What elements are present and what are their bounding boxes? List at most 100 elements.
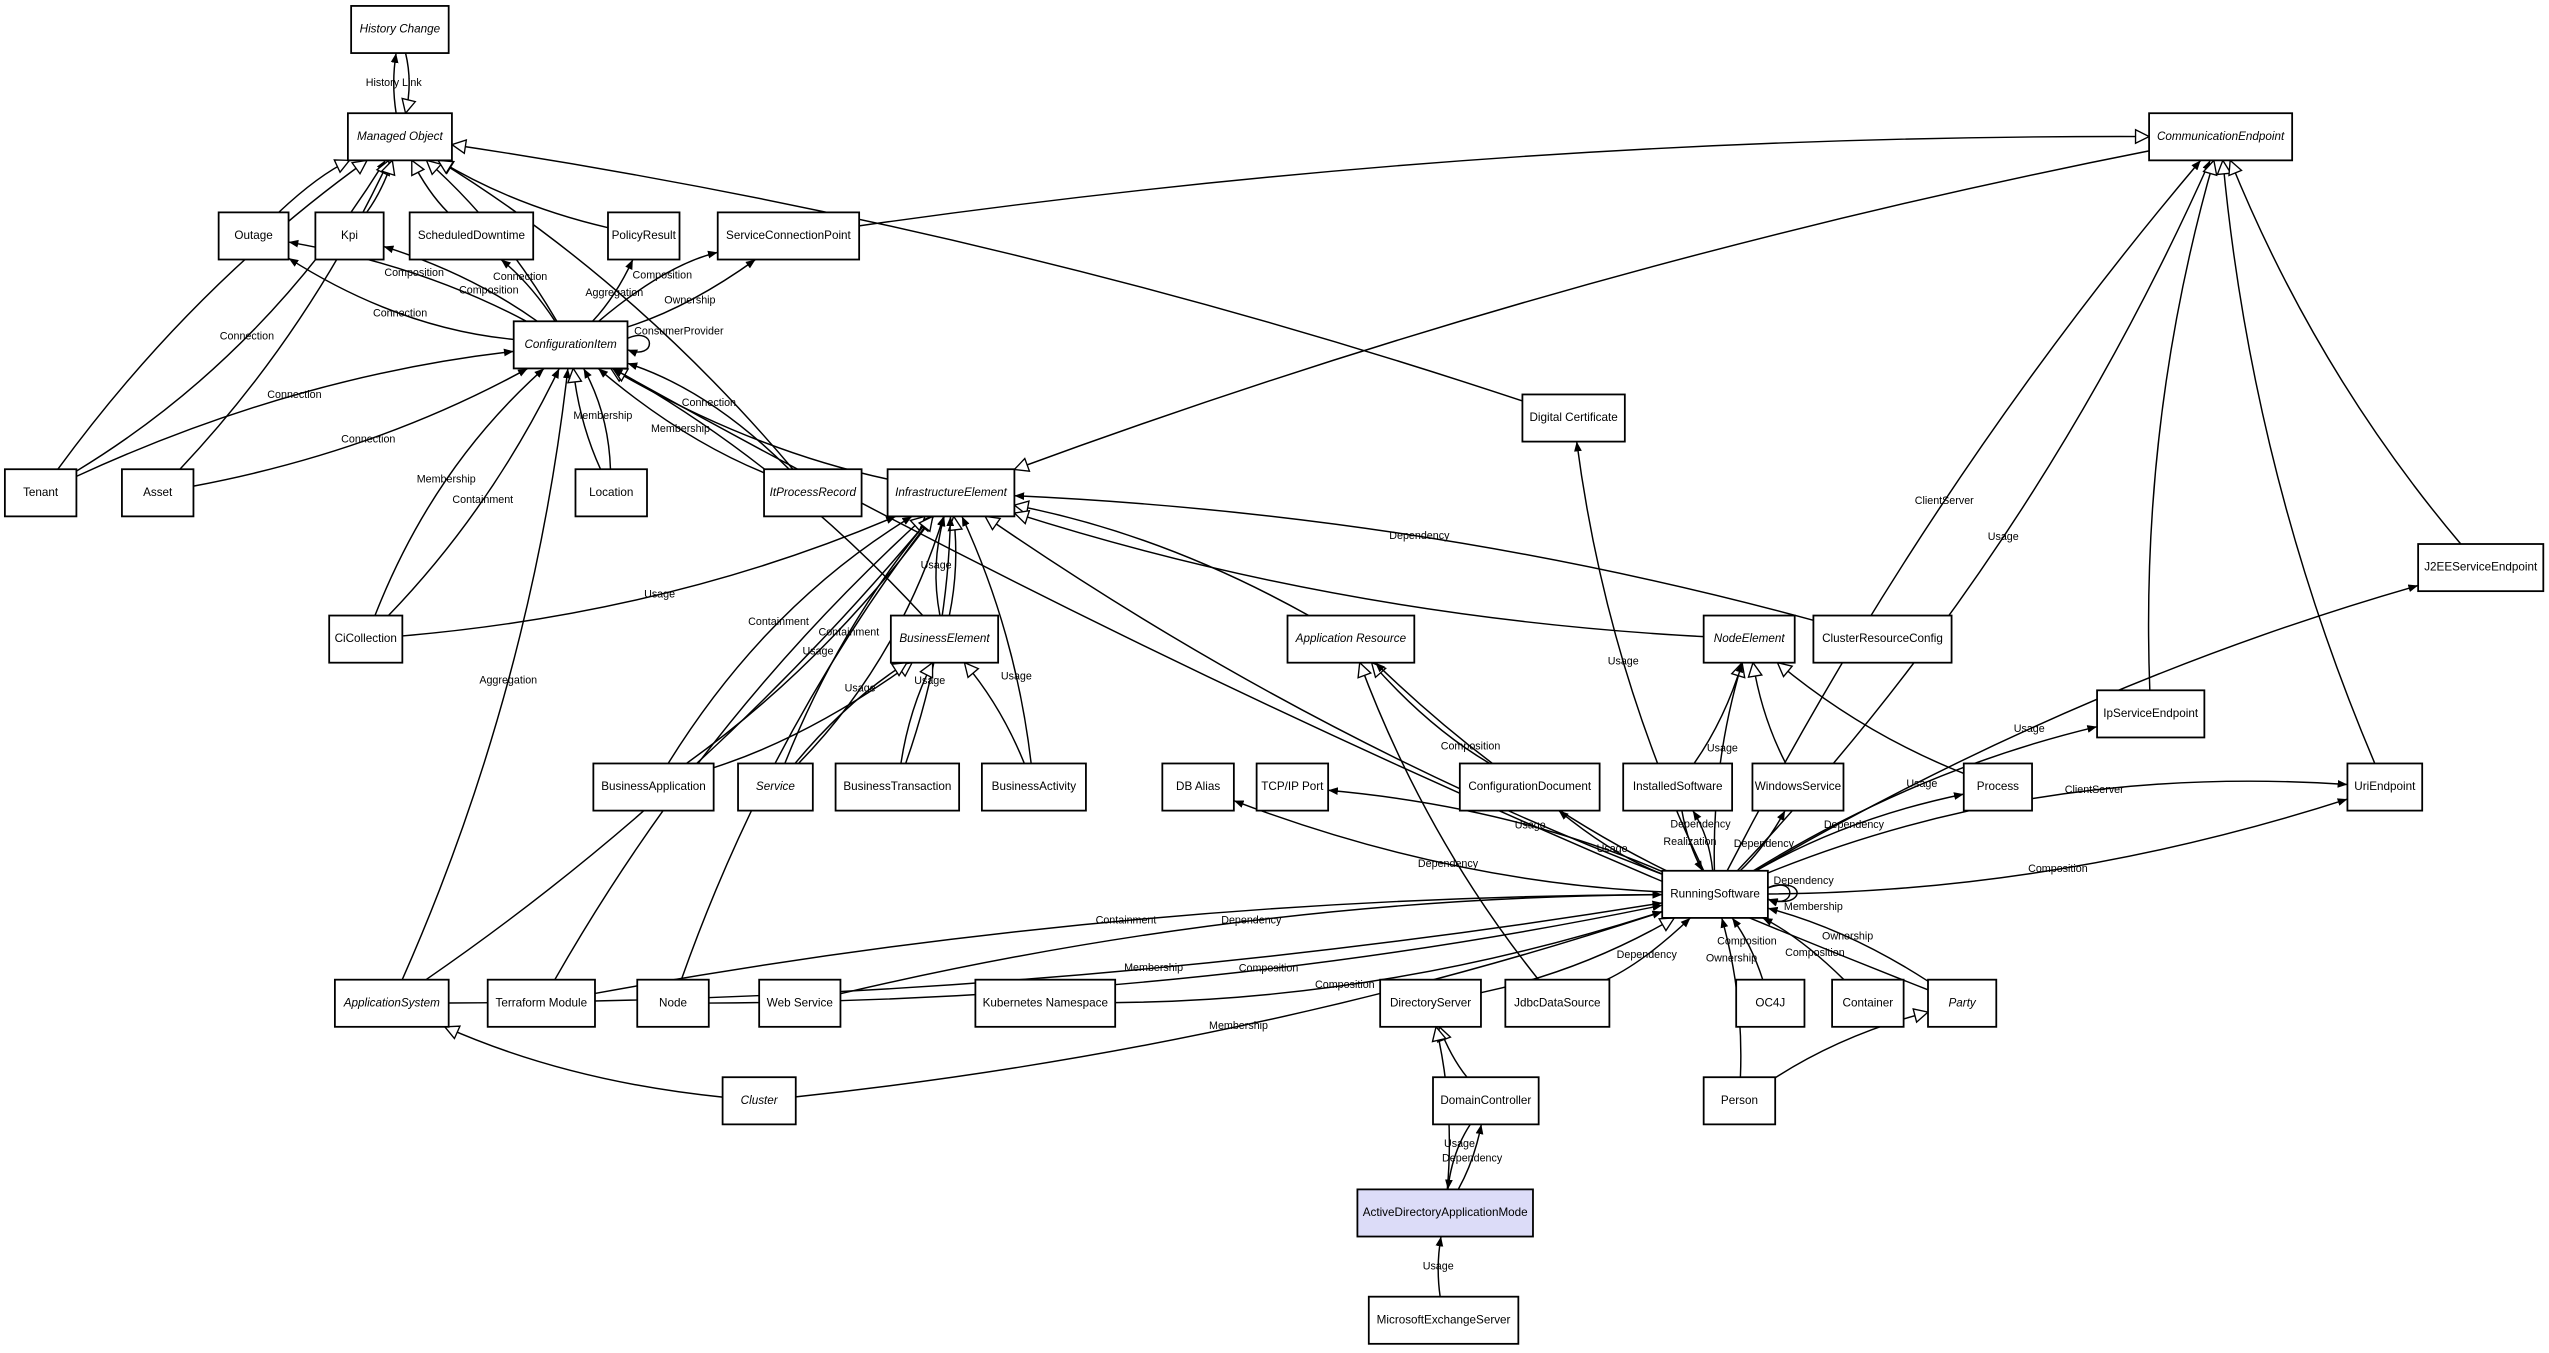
class-box[interactable] <box>1831 978 1905 1028</box>
class-node-web-service[interactable]: Web Service <box>758 978 842 1028</box>
class-box[interactable] <box>1458 762 1601 812</box>
class-node-node[interactable]: Node <box>636 978 710 1028</box>
class-box[interactable] <box>2417 543 2545 593</box>
class-box[interactable] <box>1255 762 1330 812</box>
class-box[interactable] <box>408 211 535 261</box>
class-node-kpi[interactable]: Kpi <box>314 211 385 261</box>
class-box[interactable] <box>886 468 1016 518</box>
class-node-it-process-record[interactable]: ItProcessRecord <box>763 468 863 518</box>
class-box[interactable] <box>1521 393 1626 443</box>
class-node-jdbc-data-source[interactable]: JdbcDataSource <box>1504 978 1611 1028</box>
class-node-business-transaction[interactable]: BusinessTransaction <box>834 762 961 812</box>
class-node-configuration-document[interactable]: ConfigurationDocument <box>1458 762 1601 812</box>
class-node-ci-collection[interactable]: CiCollection <box>328 614 404 664</box>
class-node-windows-service[interactable]: WindowsService <box>1751 762 1845 812</box>
class-box[interactable] <box>328 614 404 664</box>
class-box[interactable] <box>1504 978 1611 1028</box>
class-box[interactable] <box>1661 869 1769 919</box>
class-node-managed-object[interactable]: Managed Object <box>346 112 453 162</box>
class-box[interactable] <box>121 468 195 518</box>
class-box[interactable] <box>1367 1295 1520 1345</box>
class-node-kubernetes-namespace[interactable]: Kubernetes Namespace <box>974 978 1117 1028</box>
class-node-j2-eeservice-endpoint[interactable]: J2EEServiceEndpoint <box>2417 543 2545 593</box>
class-box[interactable] <box>1161 762 1235 812</box>
class-box[interactable] <box>1379 978 1482 1028</box>
class-box[interactable] <box>636 978 710 1028</box>
class-box[interactable] <box>1735 978 1806 1028</box>
class-node-service[interactable]: Service <box>737 762 814 812</box>
class-box[interactable] <box>1702 614 1796 664</box>
class-node-microsoft-exchange-server[interactable]: MicrosoftExchangeServer <box>1367 1295 1520 1345</box>
class-box[interactable] <box>2346 762 2424 812</box>
class-box[interactable] <box>574 468 648 518</box>
class-box[interactable] <box>980 762 1087 812</box>
class-box[interactable] <box>3 468 78 518</box>
class-node-process[interactable]: Process <box>1962 762 2033 812</box>
class-box[interactable] <box>592 762 715 812</box>
class-box[interactable] <box>889 614 1000 664</box>
class-node-uri-endpoint[interactable]: UriEndpoint <box>2346 762 2424 812</box>
association-edge-container-to-running-software <box>1762 917 1845 981</box>
class-node-tenant[interactable]: Tenant <box>3 468 78 518</box>
class-box[interactable] <box>1812 614 1953 664</box>
class-node-digital-certificate[interactable]: Digital Certificate <box>1521 393 1626 443</box>
class-node-person[interactable]: Person <box>1702 1076 1777 1126</box>
class-node-ip-service-endpoint[interactable]: IpServiceEndpoint <box>2096 689 2206 739</box>
class-box[interactable] <box>1962 762 2033 812</box>
class-node-dbalias[interactable]: DB Alias <box>1161 762 1235 812</box>
class-node-installed-software[interactable]: InstalledSoftware <box>1622 762 1734 812</box>
class-node-location[interactable]: Location <box>574 468 648 518</box>
class-node-cluster[interactable]: Cluster <box>721 1076 797 1126</box>
class-node-node-element[interactable]: NodeElement <box>1702 614 1796 664</box>
class-box[interactable] <box>607 211 681 261</box>
class-box[interactable] <box>314 211 385 261</box>
class-node-history-change[interactable]: History Change <box>350 5 450 54</box>
class-node-asset[interactable]: Asset <box>121 468 195 518</box>
class-box[interactable] <box>512 320 629 370</box>
class-box[interactable] <box>721 1076 797 1126</box>
class-node-party[interactable]: Party <box>1927 978 1998 1028</box>
class-box[interactable] <box>486 978 596 1028</box>
class-node-configuration-item[interactable]: ConfigurationItem <box>512 320 629 370</box>
class-node-tcpipport[interactable]: TCP/IP Port <box>1255 762 1330 812</box>
class-box[interactable] <box>716 211 861 261</box>
class-box[interactable] <box>974 978 1117 1028</box>
class-node-running-software[interactable]: RunningSoftware <box>1661 869 1769 919</box>
class-node-outage[interactable]: Outage <box>217 211 290 261</box>
class-box[interactable] <box>1702 1076 1777 1126</box>
class-node-cluster-resource-config[interactable]: ClusterResourceConfig <box>1812 614 1953 664</box>
class-node-communication-endpoint[interactable]: CommunicationEndpoint <box>2148 112 2294 162</box>
class-node-application-resource[interactable]: Application Resource <box>1286 614 1416 664</box>
class-box[interactable] <box>217 211 290 261</box>
class-box[interactable] <box>758 978 842 1028</box>
class-node-domain-controller[interactable]: DomainController <box>1432 1076 1540 1126</box>
class-node-application-system[interactable]: ApplicationSystem <box>333 978 450 1028</box>
class-node-directory-server[interactable]: DirectoryServer <box>1379 978 1482 1028</box>
class-box[interactable] <box>2096 689 2206 739</box>
class-node-service-connection-point[interactable]: ServiceConnectionPoint <box>716 211 861 261</box>
class-box[interactable] <box>737 762 814 812</box>
class-box[interactable] <box>763 468 863 518</box>
class-node-business-element[interactable]: BusinessElement <box>889 614 1000 664</box>
class-box[interactable] <box>834 762 961 812</box>
class-box[interactable] <box>1927 978 1998 1028</box>
class-node-active-directory-application-mode[interactable]: ActiveDirectoryApplicationMode <box>1356 1188 1534 1238</box>
class-node-business-application[interactable]: BusinessApplication <box>592 762 715 812</box>
class-box[interactable] <box>2148 112 2294 162</box>
edge-label-composition: Composition <box>1785 947 1845 959</box>
class-box[interactable] <box>1751 762 1845 812</box>
class-node-infrastructure-element[interactable]: InfrastructureElement <box>886 468 1016 518</box>
class-node-oc4-j[interactable]: OC4J <box>1735 978 1806 1028</box>
class-box[interactable] <box>1356 1188 1534 1238</box>
class-box[interactable] <box>1622 762 1734 812</box>
class-box[interactable] <box>333 978 450 1028</box>
class-box[interactable] <box>1432 1076 1540 1126</box>
class-node-scheduled-downtime[interactable]: ScheduledDowntime <box>408 211 535 261</box>
class-box[interactable] <box>350 5 450 54</box>
class-node-container[interactable]: Container <box>1831 978 1905 1028</box>
class-node-policy-result[interactable]: PolicyResult <box>607 211 681 261</box>
class-box[interactable] <box>1286 614 1416 664</box>
class-node-terraform-module[interactable]: Terraform Module <box>486 978 596 1028</box>
class-node-business-activity[interactable]: BusinessActivity <box>980 762 1087 812</box>
class-box[interactable] <box>346 112 453 162</box>
